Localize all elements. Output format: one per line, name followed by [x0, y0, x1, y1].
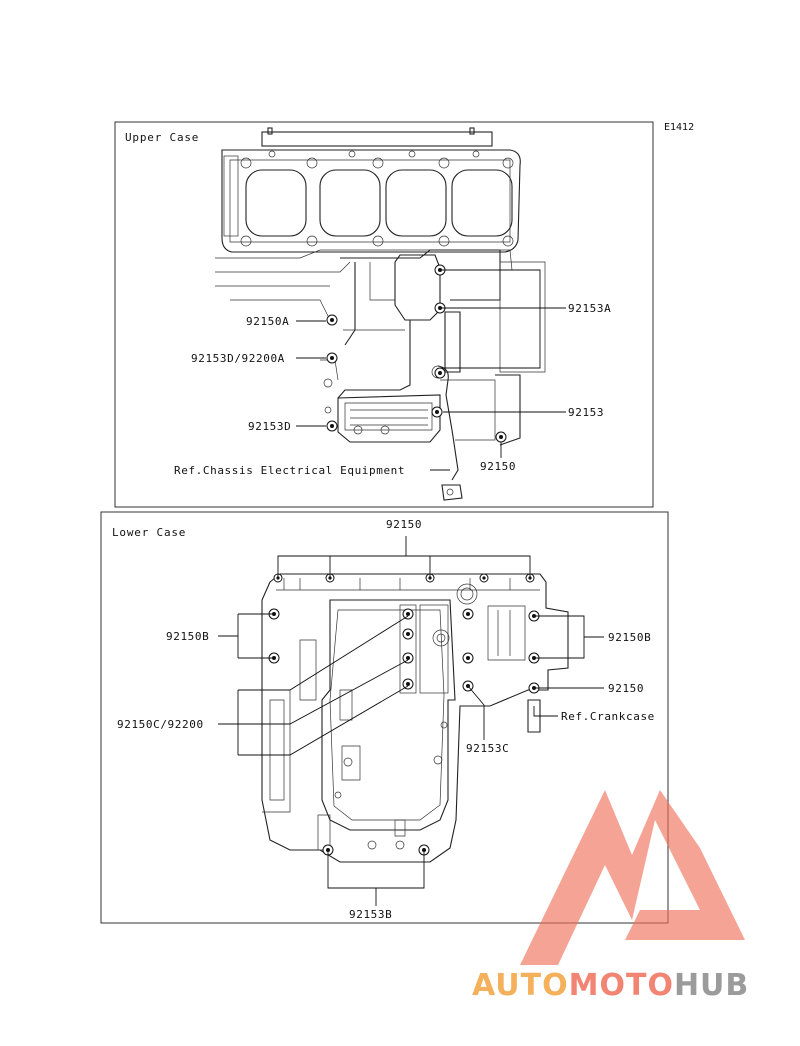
- label-92153D-92200A: 92153D/92200A: [191, 352, 285, 365]
- upper-case-drawing: [215, 127, 546, 501]
- label-92150B-left: 92150B: [166, 630, 209, 643]
- label-92150-upper: 92150: [480, 460, 516, 473]
- label-92150A: 92150A: [246, 315, 289, 328]
- lower-case-bolts: [268, 573, 540, 856]
- lower-case-drawing: [261, 573, 569, 863]
- watermark-auto: AUTOMOTOHUB: [472, 968, 749, 1003]
- upper-case-title: Upper Case: [125, 131, 199, 144]
- upper-case-bolts: [326, 264, 507, 443]
- lower-case-panel: Lower Case: [100, 511, 669, 924]
- upper-case-leaders: [296, 269, 566, 471]
- lower-case-frame: [100, 511, 669, 924]
- watermark-word-moto: MOTO: [569, 968, 674, 1003]
- upper-case-frame: [114, 121, 654, 508]
- label-ref-crankcase: Ref.Crankcase: [561, 710, 655, 723]
- watermark-triangle-logo: [520, 790, 745, 965]
- lower-case-leaders: [218, 536, 604, 906]
- label-92153B: 92153B: [349, 908, 392, 921]
- upper-case-panel: Upper Case: [114, 121, 654, 508]
- diagram-code: E1412: [664, 122, 694, 133]
- watermark-word-auto: AUTO: [472, 968, 569, 1003]
- label-ref-chassis-electrical: Ref.Chassis Electrical Equipment: [174, 464, 405, 477]
- label-92153D: 92153D: [248, 420, 291, 433]
- label-92153: 92153: [568, 406, 604, 419]
- label-92150C-92200: 92150C/92200: [117, 718, 204, 731]
- lower-case-title: Lower Case: [112, 526, 186, 539]
- label-92153C: 92153C: [466, 742, 509, 755]
- label-92150-right: 92150: [608, 682, 644, 695]
- label-92150B-right: 92150B: [608, 631, 651, 644]
- label-92150-top: 92150: [386, 518, 422, 531]
- label-92153A: 92153A: [568, 302, 611, 315]
- watermark-word-hub: HUB: [674, 968, 749, 1003]
- automotohub-watermark: AUTOMOTOHUB: [472, 790, 749, 1003]
